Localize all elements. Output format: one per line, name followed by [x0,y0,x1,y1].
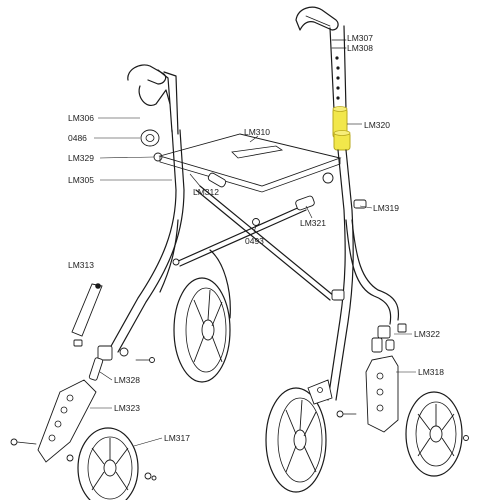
main-frame [109,129,400,401]
caster-fork-lm318 [365,355,399,433]
leader-lines [90,117,416,447]
caster-stem-lm322 [371,323,407,353]
caster-wheel [405,391,463,477]
label-lm307: LM307 [347,33,373,43]
axle-bolt-right [336,410,357,418]
label-lm317: LM317 [164,433,190,443]
axle-bolt-caster [463,435,469,441]
strap-lm313 [71,283,103,347]
label-lm308: LM308 [347,43,373,53]
left-handle-grip [127,64,179,135]
part-labels: LM307 LM308 LM306 0486 LM310 LM320 LM329… [68,33,444,443]
knob-0486 [140,129,160,147]
label-lm329: LM329 [68,153,94,163]
seat-plate-lm310 [158,133,342,193]
label-lm328: LM328 [114,375,140,385]
height-adjust-tube [329,25,347,111]
label-lm306: LM306 [68,113,94,123]
rear-wheel-right [265,379,333,493]
axle-bolt-left [10,438,74,462]
bolt-lm329 [153,152,163,162]
highlighted-clamp-lm320 [332,106,362,151]
rear-wheel-left [173,249,231,383]
label-lm313: LM313 [68,260,94,270]
label-0493: 0493 [245,236,264,246]
label-lm323: LM323 [114,403,140,413]
label-0486: 0486 [68,133,87,143]
label-lm310: LM310 [244,127,270,137]
label-lm312: LM312 [193,187,219,197]
label-lm318: LM318 [418,367,444,377]
label-lm305: LM305 [68,175,94,185]
fork-lm323 [37,379,97,463]
label-lm320: LM320 [364,120,390,130]
hub-nut-left [144,472,157,481]
label-lm321: LM321 [300,218,326,228]
label-lm322: LM322 [414,329,440,339]
wheel-lm317 [77,427,139,500]
right-handle-grip [295,6,339,31]
left-rear-mount [88,345,155,381]
label-lm319: LM319 [373,203,399,213]
